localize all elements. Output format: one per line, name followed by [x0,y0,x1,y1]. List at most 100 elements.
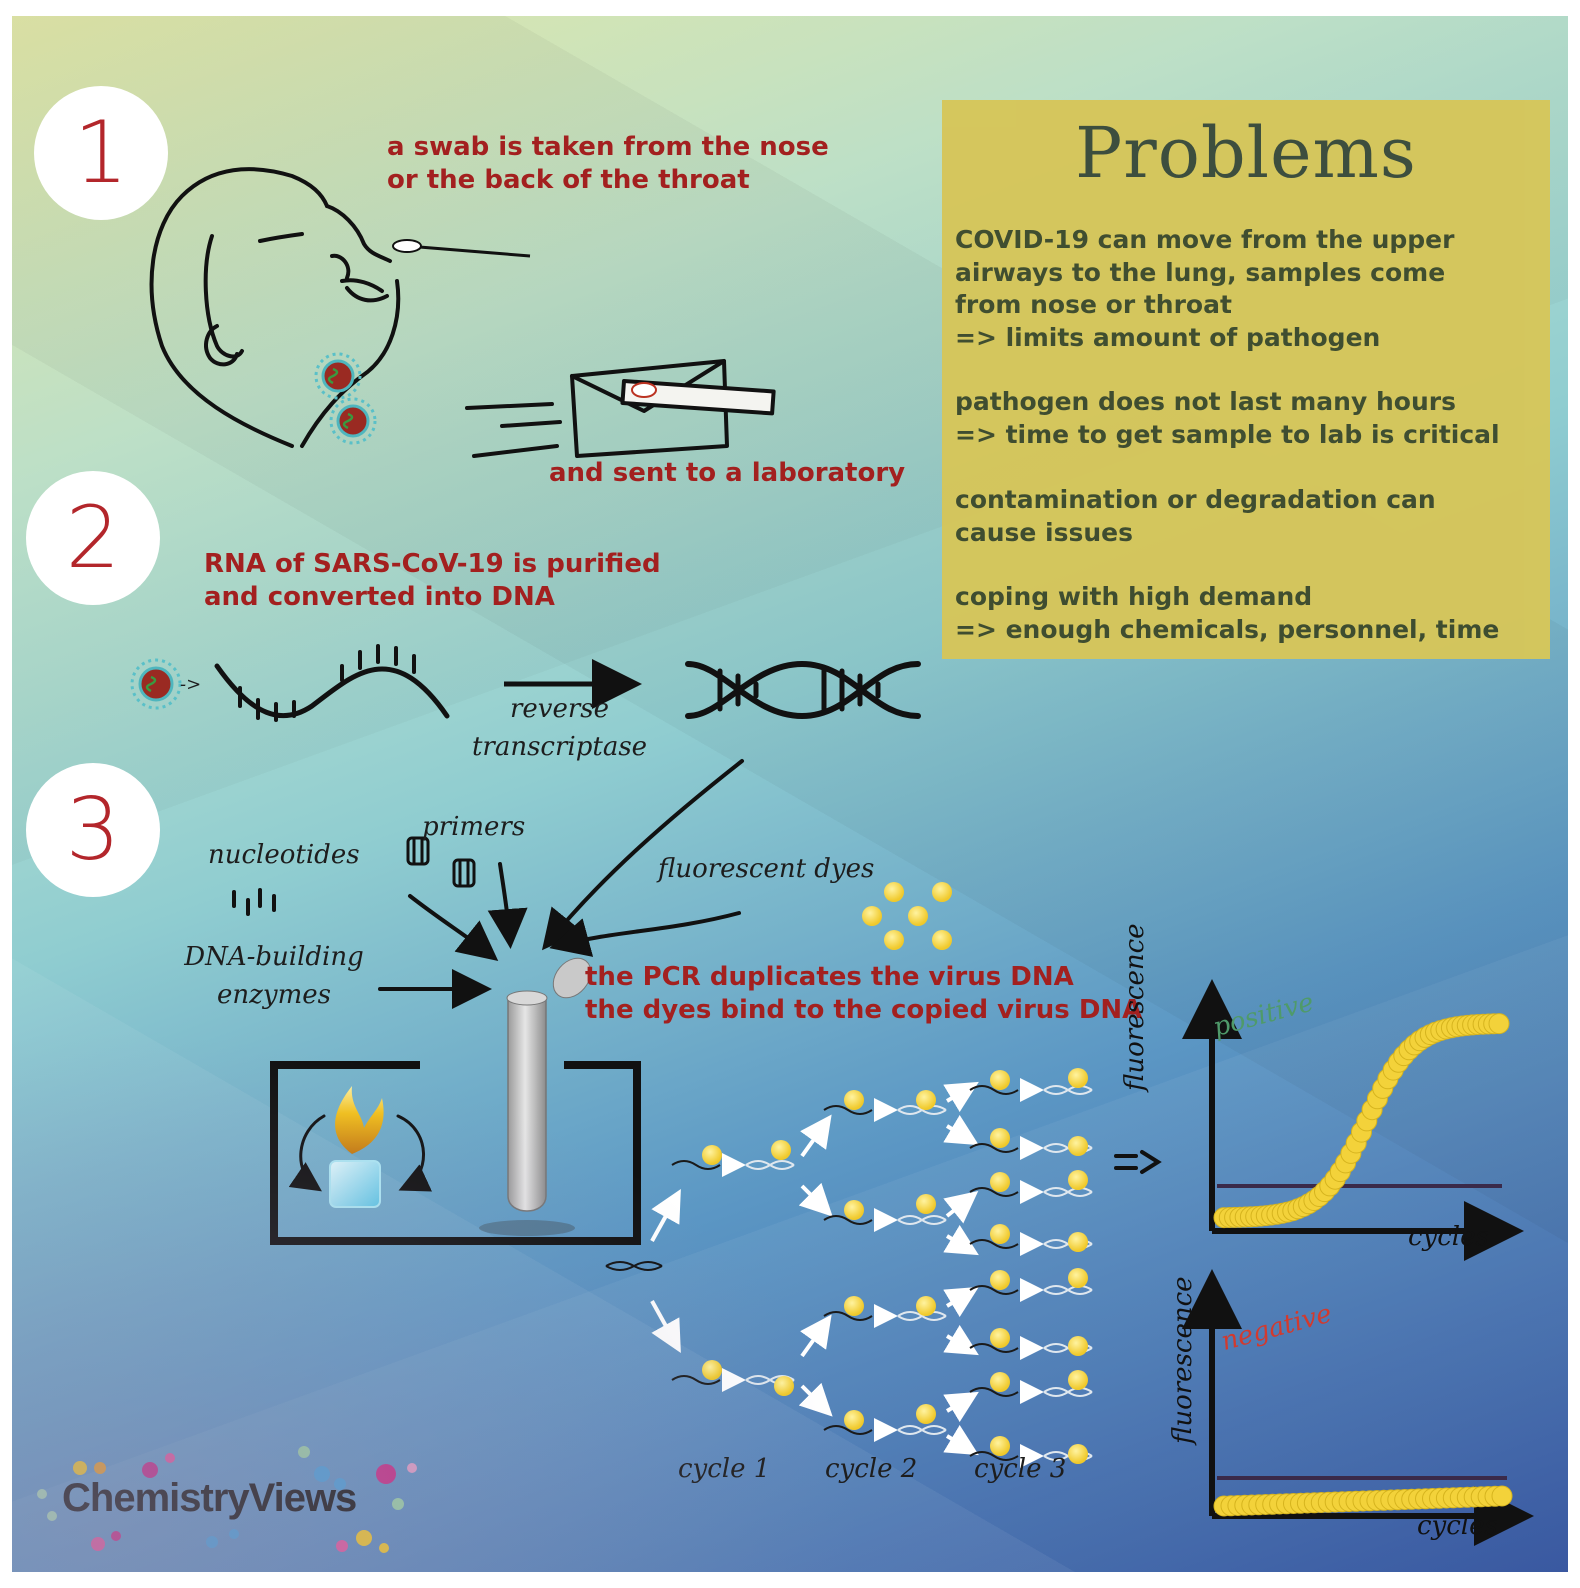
dye-dot [1068,1444,1088,1464]
strand-light [897,1425,947,1435]
strand-dark [969,1085,1019,1095]
dna-copy [969,1172,1093,1204]
branch-arrow [800,1314,832,1358]
problem-item: pathogen does not last many hours => tim… [955,387,1500,449]
branch-arrow [800,1114,832,1158]
rna-caption: RNA of SARS-CoV-19 is purified and conve… [204,549,661,612]
dye-dot [702,1145,722,1165]
dye-dot [990,1070,1010,1090]
branch-arrow [798,1382,833,1417]
dye-dot [990,1270,1010,1290]
fluorescent-dyes-label: fluorescent dyes [658,854,875,884]
branch-arrow [943,1391,979,1423]
dye-dot [702,1360,722,1380]
primers-label: primers [422,812,526,842]
dye-dot [844,1090,864,1110]
step-2-number: 2 [26,471,160,605]
branch-arrow [650,1189,681,1242]
nucleotides-label: nucleotides [208,840,360,870]
branch-arrow [943,1224,979,1256]
swab-icon [392,239,531,258]
dna-copy [969,1128,1093,1160]
dye-dot [916,1404,936,1424]
branch-arrow [943,1114,979,1146]
step-3-number: 3 [26,763,160,897]
primer-icon [406,836,476,888]
dye-dot [771,1140,791,1160]
strand-dark [823,1215,873,1225]
positive-xlabel: cycles [1408,1222,1489,1252]
strand-dark [671,1160,721,1170]
dye-dot [1068,1336,1088,1356]
dye-dot [1068,1232,1088,1252]
dye-dot [1068,1136,1088,1156]
negative-curve [1213,1485,1513,1517]
illustration-layer [37,167,1534,1553]
strand-light [897,1215,947,1225]
curve-point [1491,1485,1513,1507]
strand-dark [969,1387,1019,1397]
dna-copy [823,1090,947,1122]
branch-arrow [943,1324,979,1356]
dye-dot [990,1172,1010,1192]
strand-dark [671,1375,721,1385]
small-arrow: -> [180,674,202,695]
chemistryviews-logo: ChemistryViews [62,1476,357,1520]
dna-copy [671,1145,795,1177]
strand-dark [969,1239,1019,1249]
strand-dark [823,1105,873,1115]
reverse-transcriptase-label: reverse transcriptase [471,694,648,762]
cycle-1-label: cycle 1 [678,1454,771,1484]
problem-item: coping with high demand => enough chemic… [955,582,1500,644]
strand-light [1043,1285,1093,1295]
dna-copy [969,1372,1093,1404]
strand-light [1043,1387,1093,1397]
dye-dot [990,1372,1010,1392]
strand-dark [969,1451,1019,1461]
swab-caption: a swab is taken from the nose or the bac… [387,132,829,195]
dye-dot [1068,1170,1088,1190]
dye-dot [916,1296,936,1316]
rna-strand-icon [214,644,450,722]
pcr-amplification-tree [605,1068,1093,1468]
dna-copy [671,1360,795,1392]
virus-icon [130,658,182,710]
logo-dots [37,1446,417,1553]
strand-dark [969,1343,1019,1353]
dye-dot [844,1200,864,1220]
dye-dot [990,1328,1010,1348]
pcr-machine [270,1061,641,1245]
ingredient-arrows [378,759,744,1009]
strand-light [1043,1085,1093,1095]
infographic-canvas: 1 2 3 a swab is taken from the nose or t… [12,16,1568,1572]
dye-dot [990,1128,1010,1148]
pcr-tube-icon [506,957,592,1212]
problem-item: contamination or degradation can cause i… [955,485,1436,547]
step-1-number: 1 [34,86,168,220]
dye-dot [990,1436,1010,1456]
strand-dark [969,1285,1019,1295]
negative-xlabel: cycles [1417,1511,1498,1541]
flame-icon [335,1086,384,1154]
dna-copy [823,1200,947,1232]
problems-title: Problems [1075,112,1417,194]
strand-dark [823,1425,873,1435]
branch-arrow [943,1424,979,1456]
dye-dot [1068,1370,1088,1390]
cycle-arrows [288,1114,433,1192]
dna-copy [823,1296,947,1328]
virus-icon [314,352,377,445]
branch-arrow [943,1286,979,1318]
dye-dot [1068,1268,1088,1288]
dye-dot [916,1090,936,1110]
branch-arrow [943,1081,979,1113]
nucleotides-icon [232,888,276,916]
positive-ylabel: fluorescence [1120,923,1150,1091]
dye-dot [916,1194,936,1214]
cycle-3-label: cycle 3 [974,1454,1067,1484]
branch-arrow [943,1191,979,1224]
dna-copy [823,1410,947,1442]
pcr-caption: the PCR duplicates the virus DNA the dye… [585,962,1143,1025]
dye-dot [774,1376,794,1396]
dye-dot [990,1224,1010,1244]
